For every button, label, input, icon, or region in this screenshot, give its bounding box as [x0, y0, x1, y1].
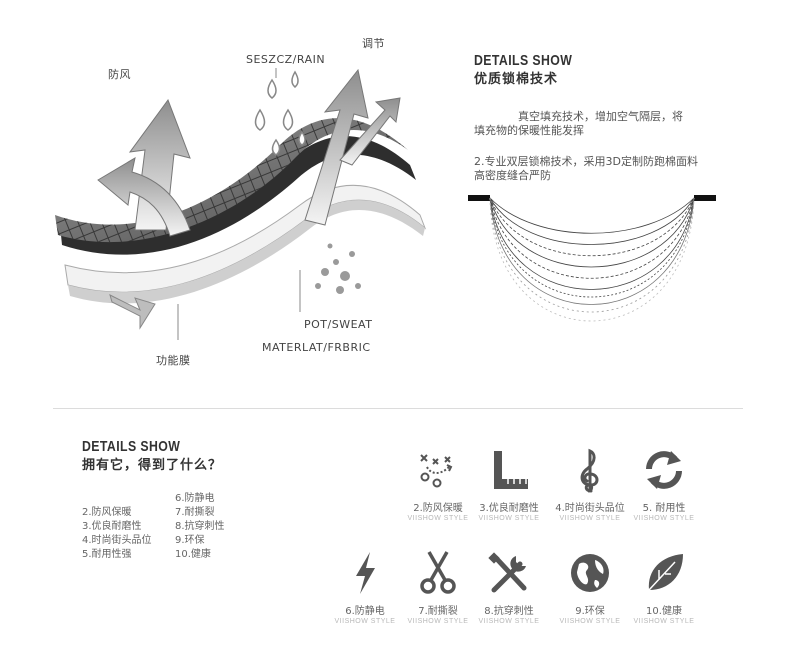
feature-sublabel: VIISHOW STYLE	[559, 515, 621, 522]
feature-label: 7.耐撕裂	[418, 606, 458, 617]
ruler-icon	[494, 451, 528, 489]
details-para1-line2: 填充物的保暖性能发挥	[474, 124, 584, 137]
feature-label: 8.抗穿刺性	[484, 606, 534, 617]
label-rain: SESZCZ/RAIN	[246, 53, 326, 66]
feature-refresh: 5. 耐用性 VIISHOW STYLE	[626, 445, 702, 522]
feature-scissors: 7.耐撕裂 VIISHOW STYLE	[400, 548, 476, 625]
treble-clef-icon	[580, 448, 599, 493]
fabric-layers-diagram	[55, 68, 427, 340]
feature-sublabel: VIISHOW STYLE	[334, 618, 396, 625]
strategy-icon	[420, 454, 453, 488]
benefits-title-cn: 拥有它，得到了什么？	[82, 458, 223, 473]
label-fabric: MATERLAT/FRBRIC	[262, 341, 371, 354]
feature-leaf: 10.健康 VIISHOW STYLE	[626, 548, 702, 625]
benefits-list-left: 2.防风保暖 3.优良耐磨性 4.时尚街头品位 5.耐用性强	[82, 506, 152, 562]
list-item: 9.环保	[175, 535, 205, 546]
feature-globe: 9.环保 VIISHOW STYLE	[552, 548, 628, 625]
feature-ruler: 3.优良耐磨性 VIISHOW STYLE	[471, 445, 547, 522]
feature-label: 2.防风保暖	[413, 503, 463, 514]
feature-sublabel: VIISHOW STYLE	[407, 515, 469, 522]
benefits-list-right: 6.防静电 7.耐撕裂 8.抗穿刺性 9.环保 10.健康	[175, 492, 225, 562]
tools-icon	[488, 552, 527, 593]
leaf-icon	[648, 554, 683, 591]
details-para1-line1: 真空填充技术，增加空气隔层，将	[518, 110, 683, 123]
feature-label: 9.环保	[575, 606, 605, 617]
feature-sublabel: VIISHOW STYLE	[633, 618, 695, 625]
section-divider	[53, 408, 743, 409]
feature-label: 3.优良耐磨性	[479, 503, 539, 514]
label-sweat: POT/SWEAT	[304, 318, 373, 331]
feature-sublabel: VIISHOW STYLE	[559, 618, 621, 625]
feature-label: 6.防静电	[345, 606, 385, 617]
list-item: 4.时尚街头品位	[82, 535, 152, 546]
feature-label: 10.健康	[646, 606, 682, 617]
feature-sublabel: VIISHOW STYLE	[478, 515, 540, 522]
list-item: 10.健康	[175, 549, 211, 560]
details-title-en: DETAILS SHOW	[474, 52, 573, 69]
feature-label: 4.时尚街头品位	[555, 503, 625, 514]
list-item: 8.抗穿刺性	[175, 521, 225, 532]
list-item: 3.优良耐磨性	[82, 521, 142, 532]
lightning-icon	[356, 552, 375, 594]
feature-clef: 4.时尚街头品位 VIISHOW STYLE	[552, 445, 628, 522]
list-item: 6.防静电	[175, 493, 215, 504]
feature-sublabel: VIISHOW STYLE	[478, 618, 540, 625]
label-windproof: 防风	[108, 68, 131, 81]
benefits-title-en: DETAILS SHOW	[82, 438, 181, 455]
label-adjust: 调节	[362, 37, 385, 50]
cotton-lock-curves	[468, 195, 716, 322]
feature-strategy: 2.防风保暖 VIISHOW STYLE	[400, 445, 476, 522]
feature-sublabel: VIISHOW STYLE	[633, 515, 695, 522]
feature-tools: 8.抗穿刺性 VIISHOW STYLE	[471, 548, 547, 625]
feature-sublabel: VIISHOW STYLE	[407, 618, 469, 625]
details-para2-line1: 2.专业双层锁棉技术，采用3D定制防跑棉面料	[474, 155, 698, 168]
details-title-cn: 优质锁棉技术	[474, 72, 559, 87]
label-membrane: 功能膜	[156, 354, 191, 367]
list-item: 5.耐用性强	[82, 549, 132, 560]
feature-lightning: 6.防静电 VIISHOW STYLE	[327, 548, 403, 625]
globe-icon	[571, 554, 609, 592]
details-para2-line2: 高密度缝合严防	[474, 169, 551, 182]
scissors-icon	[420, 551, 456, 594]
feature-label: 5. 耐用性	[642, 503, 686, 514]
list-item: 7.耐撕裂	[175, 507, 215, 518]
list-item: 2.防风保暖	[82, 507, 132, 518]
refresh-icon	[646, 451, 682, 489]
